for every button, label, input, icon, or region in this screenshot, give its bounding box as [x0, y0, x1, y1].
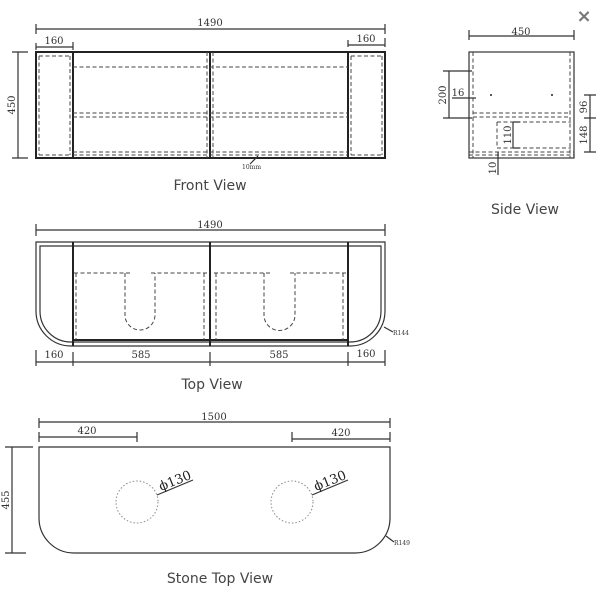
- hole-right-dim: ϕ130: [312, 468, 349, 495]
- stone-top-view-caption: Stone Top View: [167, 571, 273, 587]
- top-view-caption: Top View: [180, 377, 242, 393]
- front-left-dim: 160: [44, 36, 63, 47]
- stone-top-view: 1500 420 420 455 ϕ130 ϕ130 R149 Stone To…: [1, 412, 410, 587]
- top-radius: R144: [393, 330, 409, 337]
- front-note: 10mm: [242, 164, 261, 171]
- side-depth-dim: 450: [511, 27, 530, 38]
- stone-left-offset-dim: 420: [77, 426, 96, 437]
- top-left-dim: 160: [44, 350, 63, 361]
- close-icon[interactable]: ×: [576, 6, 592, 27]
- sink-hole-right: [270, 480, 314, 524]
- side-148-dim: 148: [579, 125, 590, 144]
- front-view-caption: Front View: [173, 178, 246, 194]
- stone-width-dim: 1500: [201, 412, 226, 423]
- side-110-dim: 110: [503, 125, 514, 144]
- front-height-dim: 450: [7, 95, 18, 114]
- top-mid-right-dim: 585: [269, 350, 288, 361]
- top-view: 1490 R144 160 585 585 160 Top View: [35, 220, 409, 393]
- side-200-dim: 200: [438, 85, 449, 104]
- front-view: 1490 160 160 450 10mm Front View: [7, 18, 386, 194]
- top-width-dim: 1490: [197, 220, 222, 231]
- side-10-dim: 10: [488, 162, 499, 175]
- side-96-dim: 96: [579, 101, 590, 114]
- stone-depth-dim: 455: [1, 490, 12, 509]
- stone-right-offset-dim: 420: [331, 428, 350, 439]
- front-width-dim: 1490: [197, 18, 222, 29]
- side-view-caption: Side View: [491, 202, 559, 218]
- sink-hole-left: [115, 480, 159, 524]
- front-right-dim: 160: [356, 34, 375, 45]
- hole-left-dim: ϕ130: [157, 468, 194, 495]
- side-view: 450 200 16 96 148 110 10 Side View: [438, 27, 596, 218]
- side-16-dim: 16: [452, 88, 465, 99]
- top-mid-left-dim: 585: [131, 350, 150, 361]
- top-right-dim: 160: [356, 349, 375, 360]
- stone-radius: R149: [394, 540, 410, 547]
